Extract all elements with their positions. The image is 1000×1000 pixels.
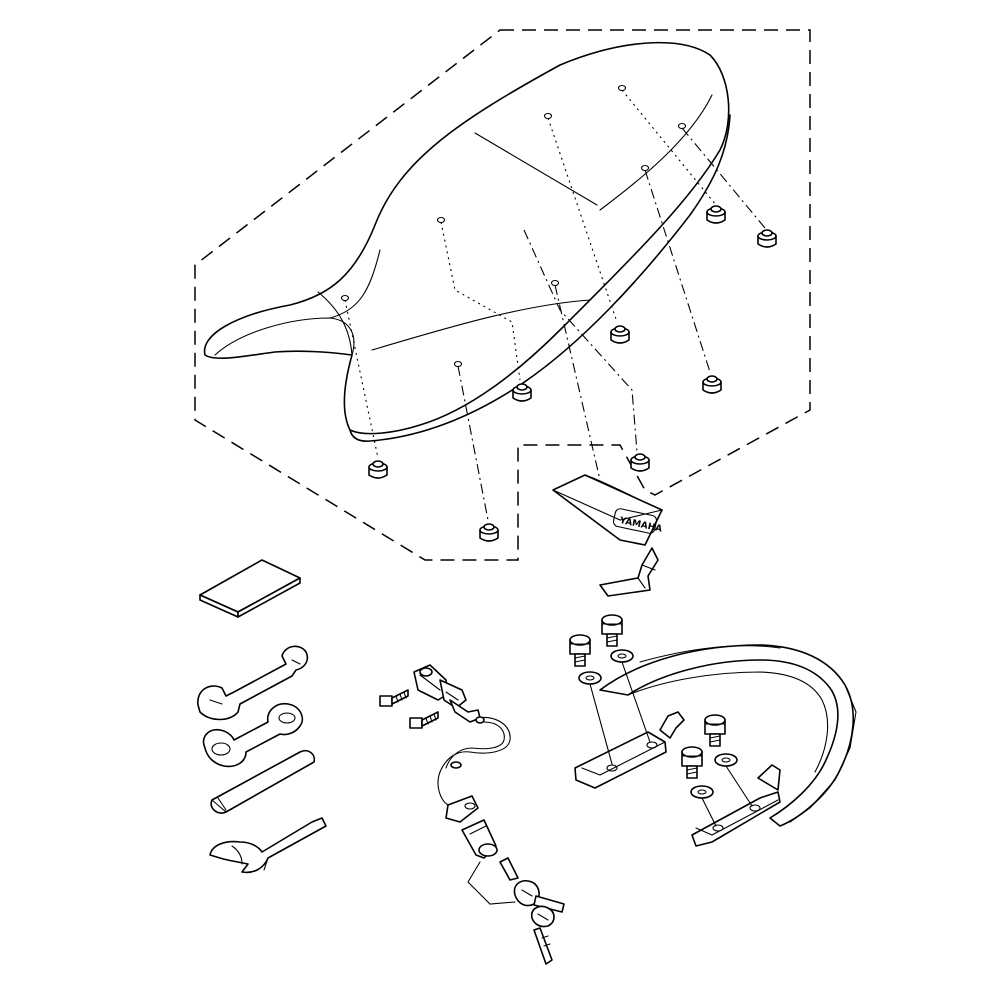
grommet [630, 453, 650, 472]
washer [610, 649, 634, 663]
bolt-guide-lines [589, 661, 753, 827]
grommet [702, 375, 722, 394]
seat-assembly-boundary [194, 29, 811, 561]
seat-strap: YAMAHA [552, 474, 663, 546]
lock-cylinder-bracket [445, 795, 479, 823]
grab-bar-right-bracket [691, 764, 781, 847]
lock-cylinder [461, 819, 498, 859]
key [530, 905, 555, 965]
grommet-guide-lines [344, 89, 766, 521]
washers [578, 649, 738, 799]
grab-bar-bolts [569, 614, 726, 779]
grommet [512, 383, 532, 402]
flange-bolt [569, 634, 591, 667]
washer [578, 671, 602, 685]
seat-grommets [368, 205, 777, 542]
screwdriver-extension [210, 749, 316, 814]
seat-lock-cable [437, 716, 511, 806]
owners-manual [199, 559, 301, 618]
washer [690, 785, 714, 799]
seat-mount-markers [340, 84, 687, 368]
grab-bar-left-bracket [574, 711, 685, 789]
box-wrench [202, 702, 304, 768]
bolt [379, 689, 409, 707]
grommet [757, 229, 777, 248]
seat-lock-assembly [413, 664, 481, 723]
washer [714, 753, 738, 767]
flange-bolt [704, 714, 726, 747]
seat [203, 41, 731, 442]
c-spanner [209, 817, 327, 874]
grommet [479, 523, 499, 542]
bolt [409, 711, 439, 729]
key-set-bracket-line [467, 861, 516, 905]
grommet [368, 460, 388, 479]
flange-bolt [601, 614, 623, 647]
flange-bolt [681, 746, 703, 779]
grommet [610, 325, 630, 344]
grab-bar [599, 644, 857, 827]
grommet [706, 205, 726, 224]
open-end-wrench [197, 645, 309, 721]
seat-hook [599, 547, 659, 597]
key [499, 857, 565, 913]
